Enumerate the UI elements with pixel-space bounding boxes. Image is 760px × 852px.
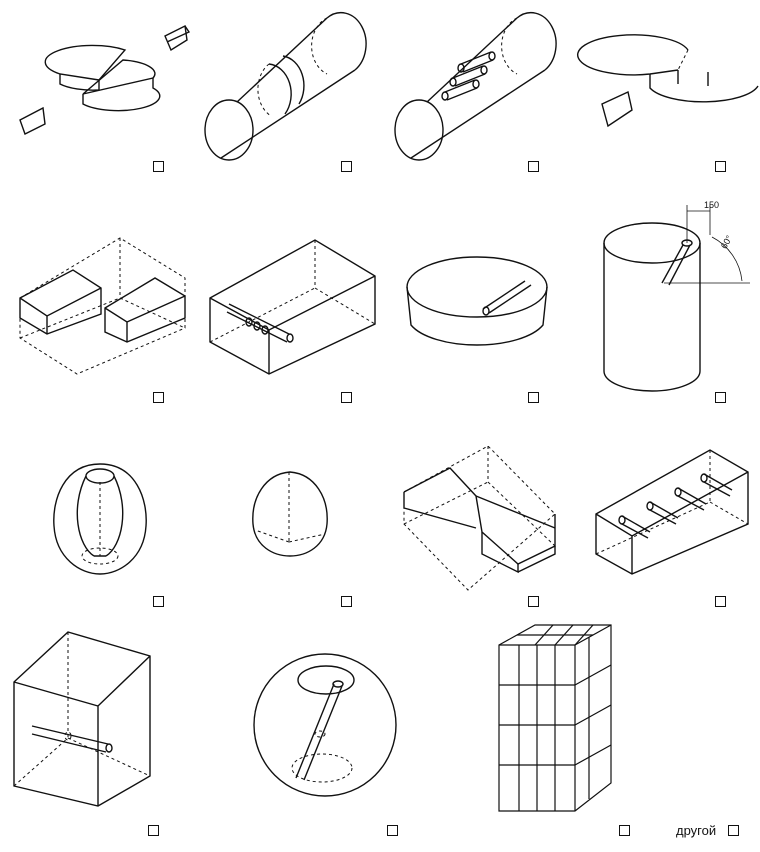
shape-13-checkbox[interactable] (148, 825, 159, 836)
shape-2-checkbox[interactable] (341, 161, 352, 172)
shape-12-checkbox[interactable] (715, 596, 726, 607)
egg-shape-icon (245, 468, 335, 560)
cylinder-with-three-holes-icon (395, 12, 555, 162)
shape-14-checkbox[interactable] (387, 825, 398, 836)
other-option-label: другой (676, 823, 717, 838)
egg-with-cutaway-icon (50, 460, 150, 580)
other-option-checkbox[interactable] (728, 825, 739, 836)
shape-5-checkbox[interactable] (153, 392, 164, 403)
shape-7-checkbox[interactable] (528, 392, 539, 403)
shape-3-checkbox[interactable] (528, 161, 539, 172)
shape-11-checkbox[interactable] (528, 596, 539, 607)
block-with-four-holes-icon (592, 448, 752, 578)
disc-with-hole-icon (405, 255, 555, 360)
disc-with-wedge-removed-icon (598, 30, 748, 140)
cylinder-with-angled-hole-icon: 150 60° (600, 200, 755, 395)
shape-15-checkbox[interactable] (619, 825, 630, 836)
stacked-block-column-icon (495, 615, 620, 815)
shape-8-checkbox[interactable] (715, 392, 726, 403)
dimension-angle: 60° (719, 233, 735, 250)
block-with-stepped-cut-icon (400, 442, 560, 592)
cylinder-with-ring-cut-icon (205, 12, 365, 162)
block-with-two-bars-icon (15, 238, 190, 378)
sphere-with-hole-icon (250, 650, 400, 800)
shape-1-checkbox[interactable] (153, 161, 164, 172)
shape-10-checkbox[interactable] (341, 596, 352, 607)
split-disc-with-wedges-icon (15, 12, 200, 142)
block-with-drilled-hole-icon (205, 238, 380, 378)
shape-9-checkbox[interactable] (153, 596, 164, 607)
cube-with-hole-icon (10, 630, 155, 810)
shape-6-checkbox[interactable] (341, 392, 352, 403)
shape-4-checkbox[interactable] (715, 161, 726, 172)
dimension-distance: 150 (704, 200, 719, 210)
